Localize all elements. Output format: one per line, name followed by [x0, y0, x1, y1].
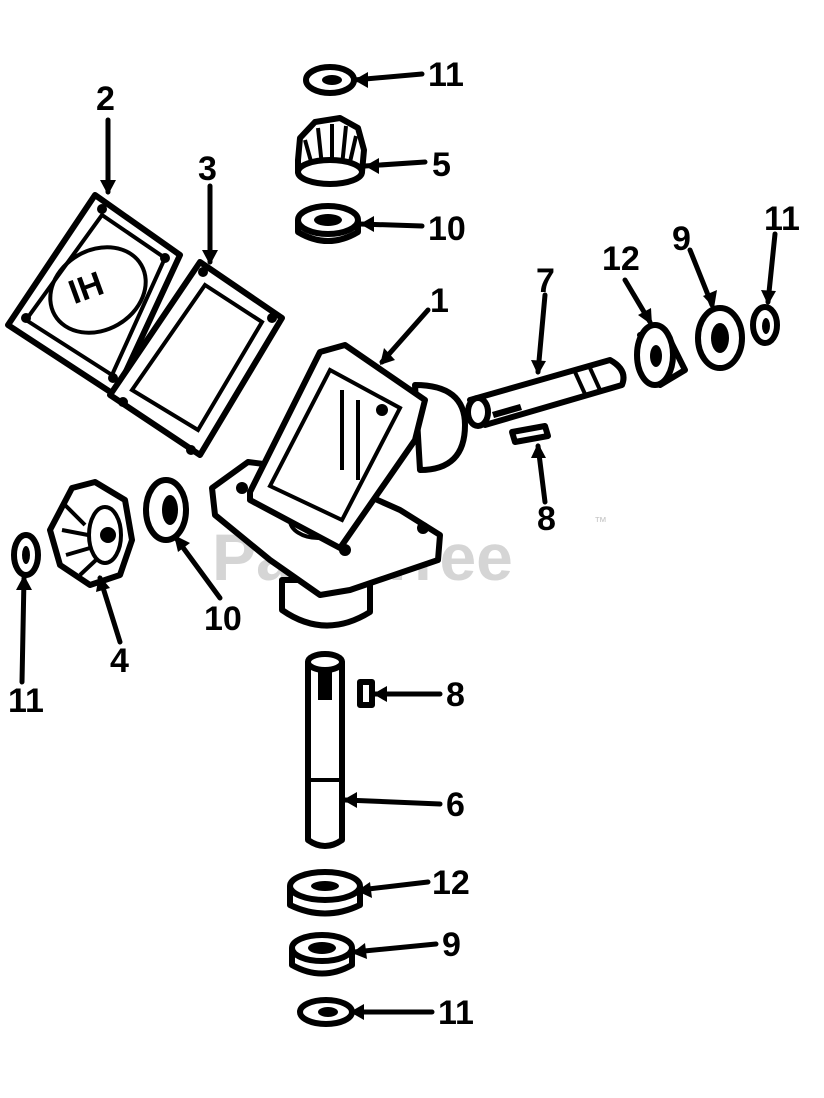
part-9-upper-bearing[interactable]	[695, 305, 745, 371]
watermark-trademark: ™	[594, 514, 607, 529]
part-11-right-retaining-ring[interactable]	[750, 304, 780, 346]
part-9-lower-bearing[interactable]	[289, 932, 355, 977]
callout-9-lower: 9	[442, 926, 461, 964]
part-10-top-bearing[interactable]	[295, 203, 361, 244]
callout-10-left: 10	[204, 600, 242, 638]
callout-11-top: 11	[428, 56, 464, 94]
part-10-left-bearing[interactable]	[143, 477, 189, 543]
callout-7: 7	[536, 262, 555, 300]
leader-arrowheads	[16, 72, 776, 1020]
part-11-left-retaining-ring[interactable]	[11, 532, 41, 578]
callout-12-upper: 12	[602, 240, 640, 278]
part-1-gear-housing[interactable]	[209, 342, 468, 629]
callout-8-lower: 8	[446, 676, 465, 714]
part-4-bevel-gear[interactable]	[47, 479, 135, 588]
callout-8-upper: 8	[537, 500, 556, 538]
part-12-lower-spacer[interactable]	[287, 869, 363, 917]
callout-12-lower: 12	[432, 864, 470, 902]
callout-11-right: 11	[764, 200, 800, 238]
callout-labels: 11 5 10 2 3 1 7 12 9 11 8 10 4 11 8 6 12…	[8, 56, 800, 1032]
part-11-bottom-retaining-ring[interactable]	[297, 997, 355, 1027]
part-2-cover-plate[interactable]: IH	[5, 192, 183, 398]
part-6-output-shaft[interactable]	[305, 651, 345, 849]
part-8-lower-key[interactable]	[357, 679, 375, 708]
callout-10-top: 10	[428, 210, 466, 248]
callout-11-left: 11	[8, 682, 44, 720]
part-3-gasket[interactable]	[107, 259, 285, 458]
callout-5: 5	[432, 146, 451, 184]
part-8-upper-key[interactable]	[509, 423, 551, 445]
callout-2: 2	[96, 80, 115, 118]
callout-6: 6	[446, 786, 465, 824]
part-12-upper-spacer[interactable]	[634, 322, 688, 388]
part-11-top-retaining-ring[interactable]	[303, 64, 357, 96]
callout-3: 3	[198, 150, 217, 188]
callout-11-bottom: 11	[438, 994, 474, 1032]
part-5-bevel-gear[interactable]	[295, 115, 367, 187]
part-7-input-shaft[interactable]	[465, 357, 627, 429]
callout-1: 1	[430, 282, 449, 320]
callout-4: 4	[110, 642, 129, 680]
callout-9-upper: 9	[672, 220, 691, 258]
